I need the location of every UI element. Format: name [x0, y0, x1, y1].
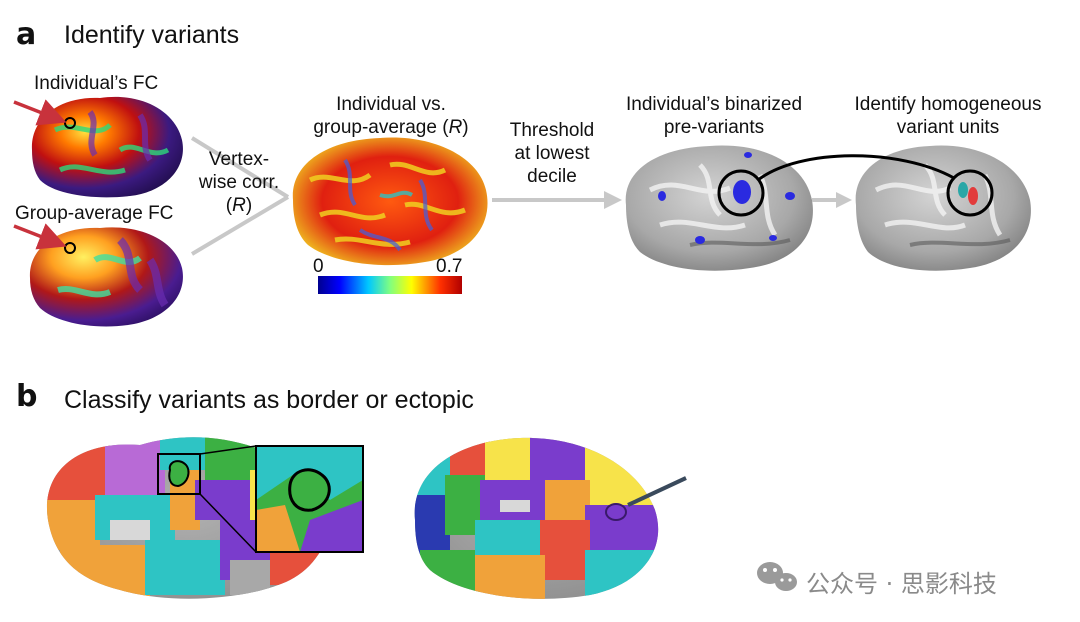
threshold-line3: decile: [496, 165, 608, 188]
ectopic-variant-brain: [410, 430, 665, 605]
panel-b-letter: b: [16, 382, 37, 412]
border-variant-brain: [40, 430, 363, 605]
binarized-brain: [626, 146, 813, 271]
binarized-line2: pre-variants: [604, 116, 824, 139]
threshold-label: Threshold at lowest decile: [496, 119, 608, 188]
vertexwise-line2: wise corr.: [196, 171, 282, 194]
watermark-text: 公众号 · 思影科技: [806, 564, 997, 599]
colorbar-max-label: 0.7: [436, 255, 462, 278]
homogeneous-line1: Identify homogeneous: [830, 93, 1066, 116]
individual-vs-group-label: Individual vs. group-average (R): [296, 93, 486, 139]
individual-fc-brain: [32, 97, 183, 197]
colorbar: [318, 276, 462, 294]
vertexwise-line1: Vertex-: [196, 148, 282, 171]
group-fc-pointer-arrow: [14, 226, 60, 244]
individual-vs-line1: Individual vs.: [296, 93, 486, 116]
homogeneous-label: Identify homogeneous variant units: [830, 93, 1066, 139]
wechat-icon: [757, 562, 797, 591]
individual-vs-line2: group-average (R): [296, 116, 486, 139]
correlation-brain: [293, 138, 488, 266]
panel-b-title: Classify variants as border or ectopic: [64, 388, 474, 413]
binarized-label: Individual’s binarized pre-variants: [604, 93, 824, 139]
homogeneous-line2: variant units: [830, 116, 1066, 139]
vertexwise-label: Vertex- wise corr. (R): [196, 148, 282, 217]
colorbar-min-label: 0: [313, 255, 324, 278]
threshold-line1: Threshold: [496, 119, 608, 142]
vertexwise-line3: (R): [196, 194, 282, 217]
homogeneous-brain: [856, 146, 1031, 271]
small-gray-arrow: [812, 192, 852, 208]
threshold-arrow: [492, 191, 622, 209]
threshold-line2: at lowest: [496, 142, 608, 165]
binarized-line1: Individual’s binarized: [604, 93, 824, 116]
